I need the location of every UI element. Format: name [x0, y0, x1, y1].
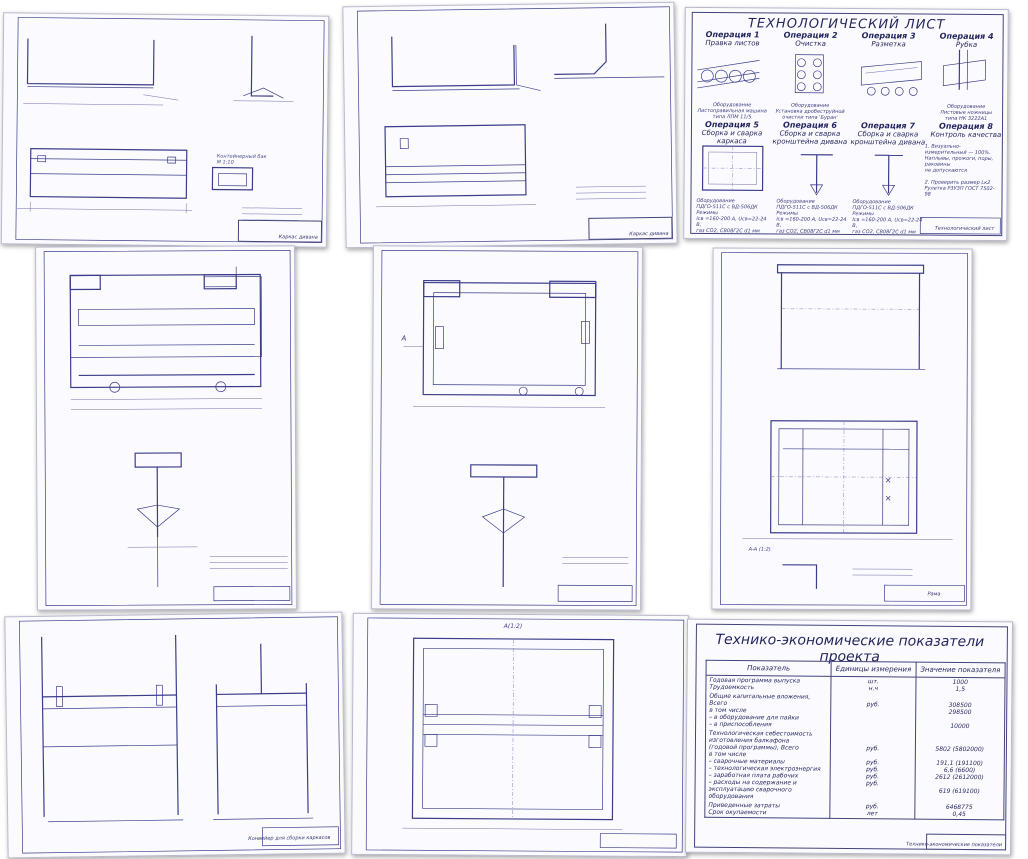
svg-text:✕: ✕ — [885, 494, 892, 503]
frame-drawing — [19, 616, 341, 854]
operation-8-notes: 1. Визуально-измерительный — 100%. Наплы… — [924, 143, 995, 198]
frame-drawing — [357, 6, 673, 244]
drawing-sheet-5[interactable]: А — [371, 245, 643, 611]
operation-sketches — [697, 49, 1001, 235]
cell-line: – в приспособления — [709, 720, 772, 729]
cell-line: лет — [866, 810, 878, 818]
table-cell-unit: руб.лет — [829, 801, 915, 820]
cell-line — [834, 722, 912, 730]
cell-line: 1,5 — [955, 685, 966, 694]
svg-text:✕: ✕ — [885, 476, 892, 485]
cell-line: 10000 — [950, 722, 970, 731]
drawing-sheet-4[interactable] — [35, 245, 297, 611]
tep-table: Показатель Единицы измерения Значение по… — [704, 660, 1006, 821]
cell-line — [918, 795, 1000, 803]
cell-line: 0,45 — [952, 810, 966, 819]
cell-line: Срок окупаемости — [708, 808, 767, 817]
title-block-text: Технологический лист — [934, 225, 995, 233]
drawing-sheet-6[interactable]: ✕ ✕ А-А (1:2) Рама — [711, 247, 973, 611]
operation-6: Операция 6 Сборка и сварка кронштейна ди… — [772, 120, 848, 147]
operation-4-equipment: Оборудование Листовые ножницы типа НК 32… — [940, 103, 993, 122]
view-label: А-А (1:2) — [748, 546, 771, 553]
table-cell-unit: руб. — [830, 692, 916, 731]
operation-5-equipment: Оборудование ПДГО-511С с ВД-506ДК Режимы… — [696, 197, 767, 235]
col-name-header: Показатель — [706, 660, 832, 677]
table-cell-value: 5802 (5802000) 191,1 (191100)6,6 (6600)2… — [914, 730, 1005, 804]
frame-drawing — [43, 249, 293, 606]
title-block-text: Каркас дивана — [629, 230, 669, 238]
operation-7: Операция 7 Сборка и сварка кронштейна ди… — [850, 121, 926, 147]
drawing-sheet-8[interactable]: А(1:2) — [351, 612, 689, 858]
title-block-text: Конвейер для сборки каркасов — [248, 834, 331, 842]
cell-line: Трудоемкость — [709, 683, 755, 692]
cell-line — [834, 794, 912, 802]
col-value-header: Значение показателя — [915, 662, 1006, 678]
cell-line: н.ч — [868, 685, 879, 693]
cell-line: оборудования — [708, 792, 754, 801]
frame-drawing — [15, 17, 325, 244]
operation-1-equipment: Оборудование Листоправильная машина типа… — [697, 102, 767, 121]
title-block-text: Рама — [927, 591, 941, 598]
title-block-text: Технико-экономические показатели — [906, 841, 1003, 849]
operation-8: Операция 8 Контроль качества — [930, 121, 1002, 140]
frame-drawing: ✕ ✕ — [720, 252, 968, 606]
operation-5: Операция 5 Сборка и сварка каркаса — [701, 120, 763, 146]
frame-drawing — [365, 617, 685, 853]
drawing-sheet-7[interactable]: Конвейер для сборки каркасов — [4, 611, 346, 859]
col-unit-header: Единицы измерения — [831, 661, 916, 678]
table-cell-unit: руб. руб.руб.руб.руб. — [830, 729, 916, 803]
view-label: А — [401, 334, 407, 343]
tep-sheet[interactable]: Технико-экономические показатели проекта… — [684, 618, 1014, 856]
technology-sheet[interactable]: ТЕХНОЛОГИЧЕСКИЙ ЛИСТ Операция 1 Правка л… — [683, 6, 1009, 242]
frame-drawing — [379, 249, 639, 607]
operation-7-equipment: Оборудование ПДГО-511С с ВД-506ДК Режимы… — [852, 199, 923, 236]
operation-6-equipment: Оборудование ПДГО-511С с ВД-506ДК Режимы… — [776, 198, 847, 235]
title-block-text: Каркас дивана — [278, 234, 318, 241]
drawing-sheet-2[interactable]: Каркас дивана — [342, 1, 678, 249]
operation-2-equipment: Оборудование Установка дробеструйной очи… — [775, 102, 845, 121]
view-label: А(1:2) — [503, 622, 523, 631]
table-cell-unit: шт.н.ч — [830, 676, 916, 694]
